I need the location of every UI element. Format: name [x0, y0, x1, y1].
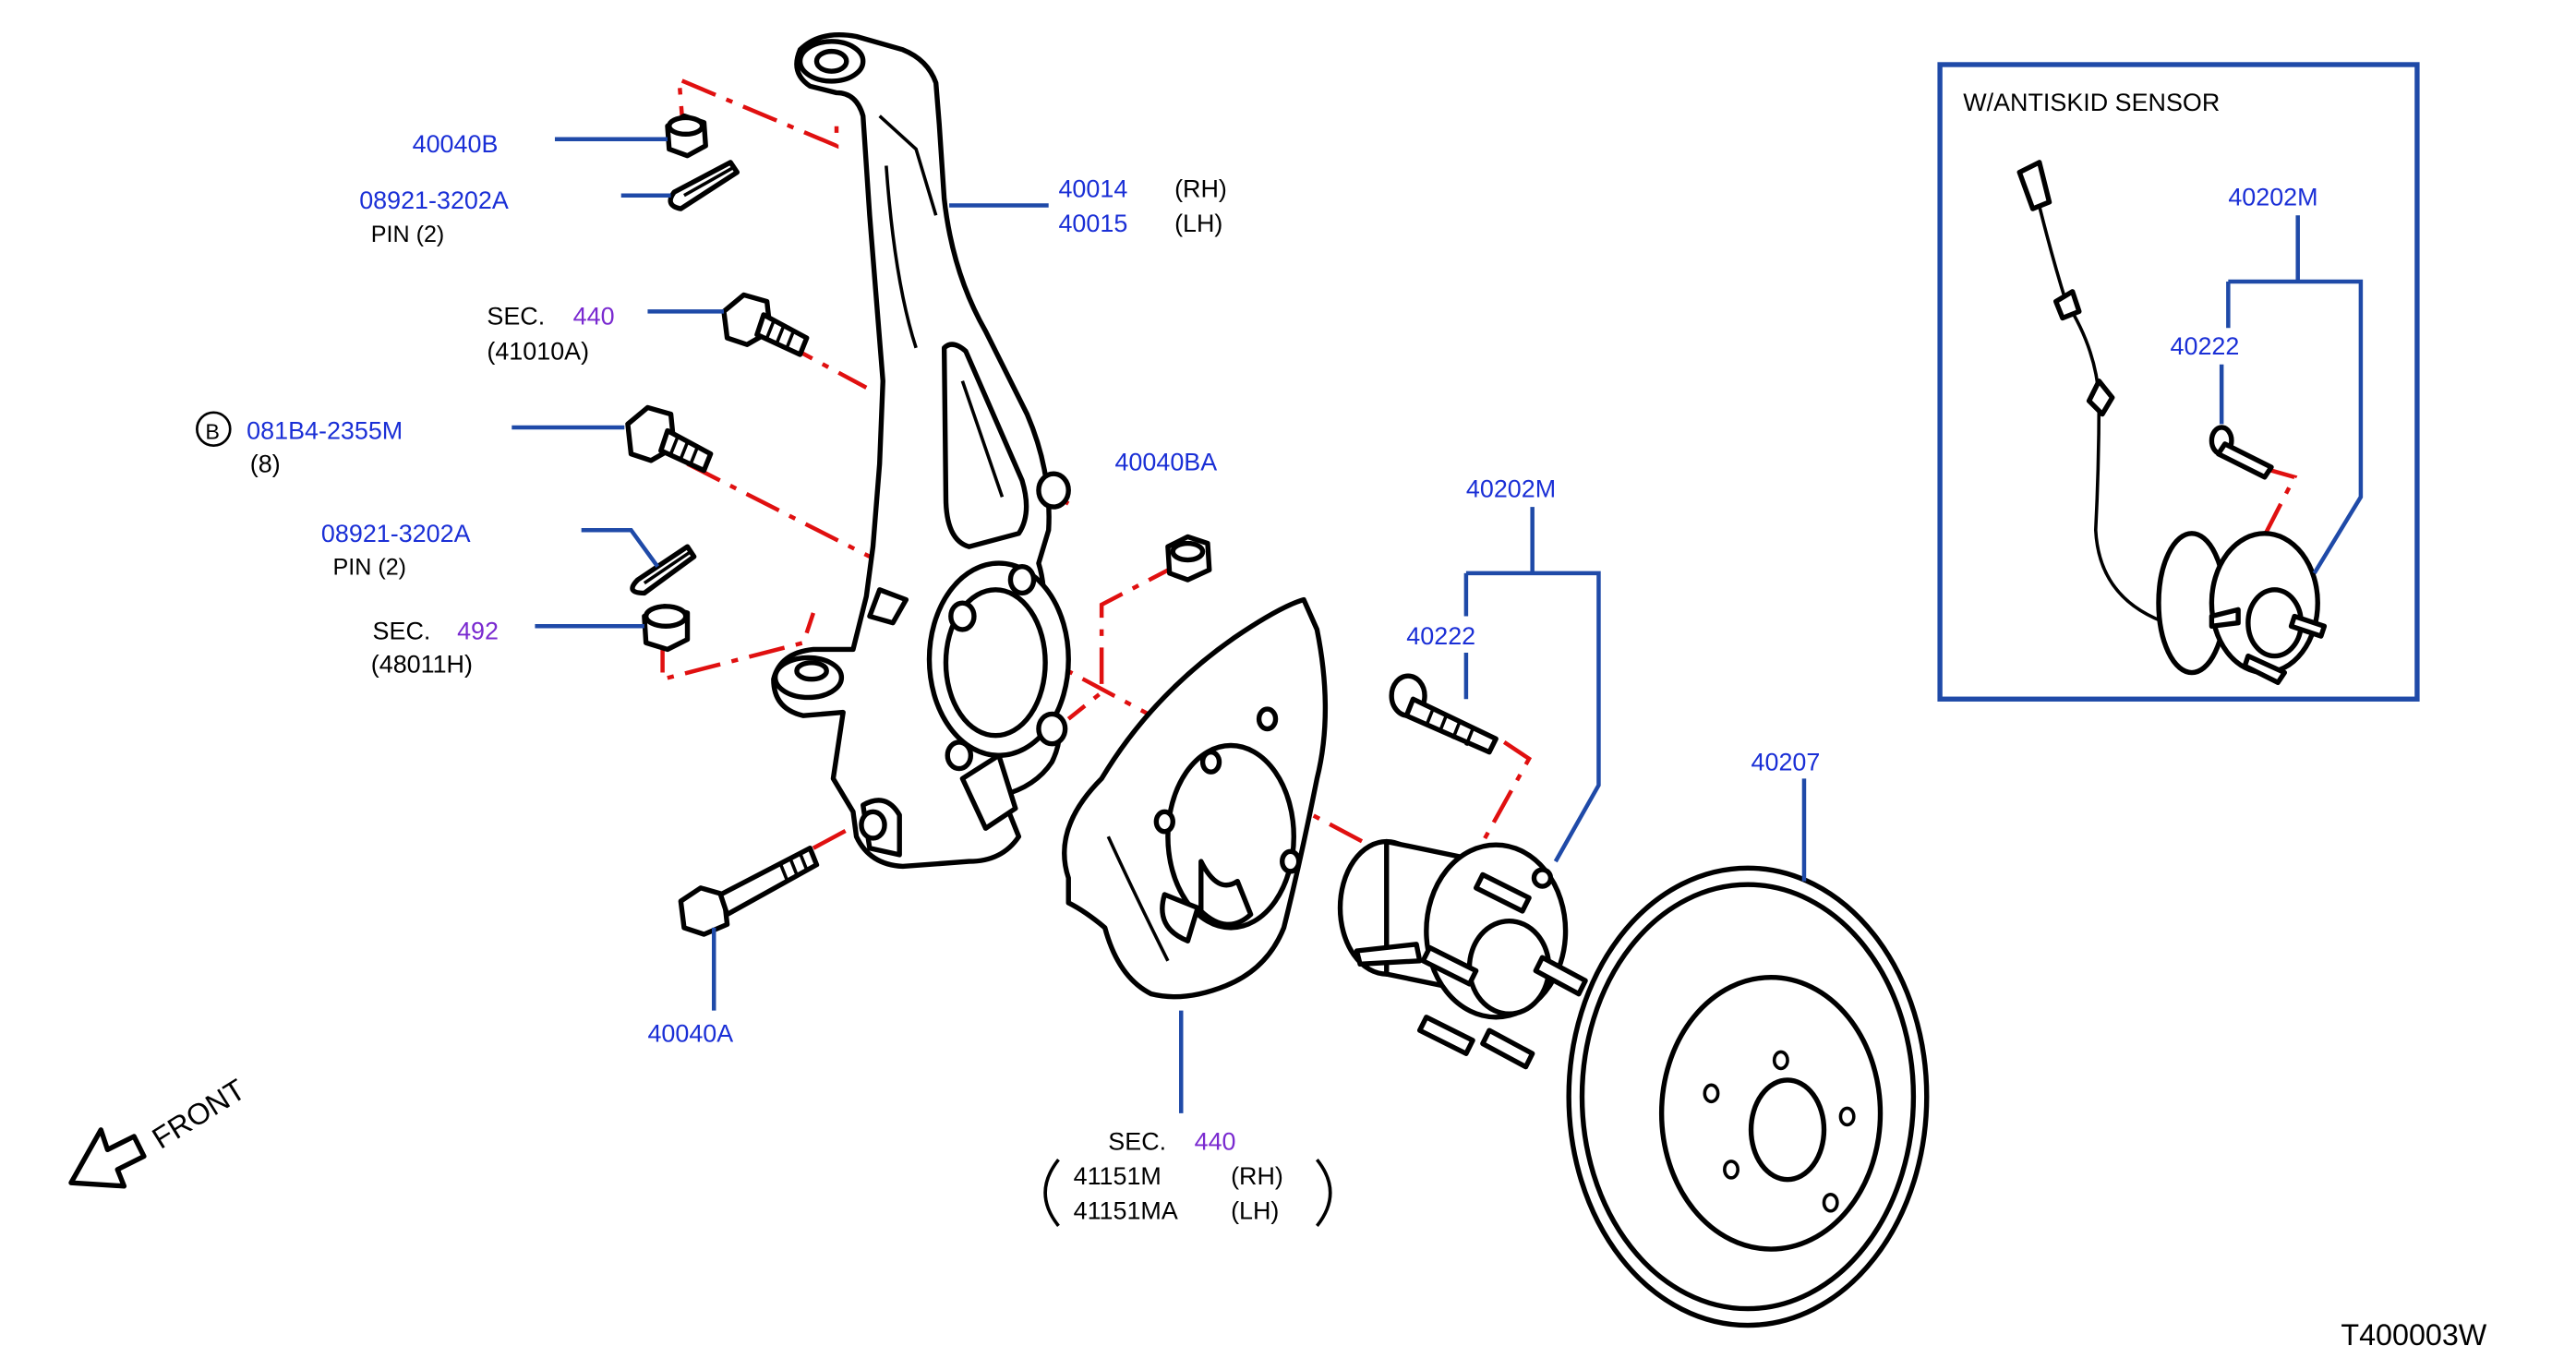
bolt-081B4-2355M [625, 404, 714, 474]
nut-40040B [665, 113, 708, 159]
label-081B4-2355M: 081B4-2355M [247, 417, 403, 445]
sensor-connector [2016, 160, 2052, 211]
label-inset-40222: 40222 [2171, 332, 2240, 360]
backing-plate [1062, 596, 1329, 1000]
label-pin-08921-top: 08921-3202A [359, 186, 509, 214]
label-40015-side: (LH) [1174, 210, 1222, 237]
label-40015: 40015 [1058, 210, 1127, 237]
labels: 40040B 08921-3202A PIN (2) 40014 (RH) 40… [196, 89, 2487, 1352]
label-front: FRONT [147, 1073, 251, 1155]
label-40014: 40014 [1058, 175, 1127, 203]
nut-40040BA [1165, 534, 1212, 583]
label-40040A: 40040A [647, 1020, 733, 1048]
label-40222: 40222 [1406, 622, 1475, 650]
label-40207: 40207 [1751, 748, 1821, 775]
steering-knuckle [771, 32, 1071, 870]
paren-right [1316, 1158, 1332, 1228]
label-41151MA-side: (LH) [1231, 1197, 1279, 1225]
label-drawing-code: T400003W [2341, 1318, 2486, 1352]
label-sec-3: SEC. [1108, 1127, 1166, 1155]
hub-assembly [1337, 838, 1588, 1070]
label-40040B: 40040B [413, 130, 499, 158]
bolt-41010A [721, 292, 810, 357]
label-48011H: (48011H) [371, 651, 473, 679]
leader-lines [512, 137, 2364, 1228]
label-41151MA: 41151MA [1074, 1197, 1178, 1225]
label-081B4-qty: (8) [250, 450, 281, 477]
label-pin-top-qty: PIN (2) [371, 222, 445, 247]
antiskid-inset [1937, 62, 2420, 702]
inset-frame [1937, 62, 2420, 702]
brake-rotor [1566, 865, 1930, 1328]
label-sec-2: SEC. [373, 618, 431, 645]
circle-b-icon [196, 411, 232, 448]
label-sec-1: SEC. [487, 303, 545, 330]
label-41151M: 41151M [1074, 1162, 1162, 1190]
label-41010A: (41010A) [487, 337, 589, 365]
label-sec-440-a: 440 [573, 303, 615, 330]
bolt-40040A [678, 846, 820, 937]
nut-48011H [642, 604, 691, 653]
stud-40222 [1389, 673, 1499, 755]
label-inset-40202M: 40202M [2228, 184, 2317, 211]
label-40040BA: 40040BA [1114, 449, 1217, 476]
label-40014-side: (RH) [1174, 175, 1227, 203]
cotter-pin-lower [630, 544, 697, 596]
arrow-down-left-icon [68, 1127, 147, 1189]
paren-left [1043, 1158, 1060, 1228]
label-41151M-side: (RH) [1231, 1162, 1283, 1190]
label-sec-492: 492 [457, 618, 499, 645]
label-40202M: 40202M [1466, 475, 1556, 502]
front-indicator: FRONT [68, 1073, 251, 1189]
label-circle-b: B [205, 420, 220, 444]
label-pin-08921-lower: 08921-3202A [321, 520, 471, 547]
cotter-pin-top [668, 160, 740, 211]
label-inset-title: W/ANTISKID SENSOR [1963, 89, 2220, 116]
label-sec-440-b: 440 [1195, 1127, 1236, 1155]
label-pin-lower-qty: PIN (2) [333, 555, 407, 581]
